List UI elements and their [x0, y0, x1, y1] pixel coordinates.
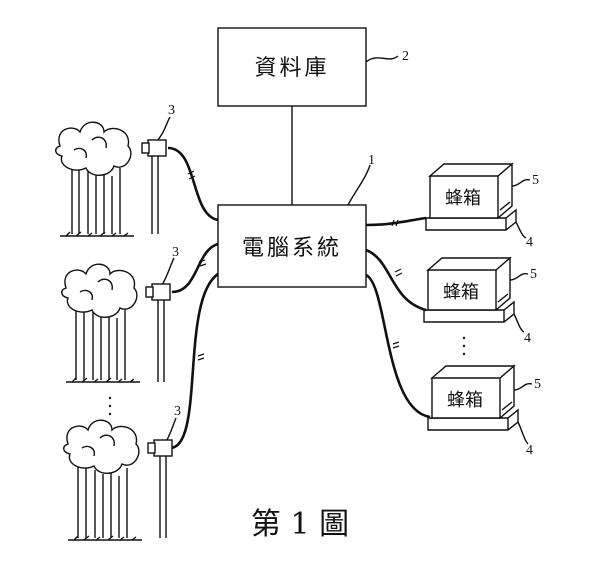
hive-3-box — [430, 364, 516, 419]
hive-2-leader-base — [513, 313, 525, 333]
hive-2-label: 蜂箱 — [443, 282, 479, 303]
cable-hive-1 — [365, 216, 427, 227]
camera-2 — [145, 283, 171, 382]
database-label: 資料庫 — [254, 56, 329, 81]
ref-hive-3-base: 4 — [526, 443, 533, 458]
hive-1-leader-base — [515, 221, 527, 239]
hive-3-leader-base — [517, 421, 529, 445]
computer-label: 電腦系統 — [242, 236, 342, 261]
ref-camera-2: 3 — [172, 245, 179, 260]
cable-camera-2 — [171, 242, 219, 294]
cable-camera-3 — [169, 272, 219, 450]
tree-group-1 — [55, 121, 134, 237]
hive-2 — [423, 256, 529, 333]
tree-group-3 — [63, 419, 142, 541]
leader-database — [365, 55, 399, 63]
hive-1-box — [428, 162, 514, 219]
hive-2-box — [426, 256, 512, 311]
ref-hive-2-box: 5 — [530, 267, 537, 282]
ref-database: 2 — [402, 49, 409, 64]
hive-3-leader-box — [513, 382, 533, 391]
cable-hive-3 — [365, 273, 431, 419]
hive-1-label: 蜂箱 — [445, 188, 481, 209]
ref-hive-2-base: 4 — [524, 331, 531, 346]
ref-hive-3-box: 5 — [534, 377, 541, 392]
tree-group-2 — [61, 263, 140, 383]
leader-camera-2 — [161, 257, 175, 286]
figure-caption: 第 1 圖 — [251, 507, 349, 542]
ref-camera-3: 3 — [174, 404, 181, 419]
hive-1-leader-box — [511, 178, 531, 187]
ref-hive-1-box: 5 — [532, 173, 539, 188]
leader-camera-1 — [155, 116, 171, 143]
hive-2-leader-box — [509, 272, 529, 281]
camera-3 — [147, 439, 173, 538]
hive-1 — [425, 162, 531, 239]
camera-1 — [141, 139, 167, 234]
cable-hive-2 — [365, 248, 427, 312]
ref-hive-1-base: 4 — [526, 235, 533, 250]
ref-camera-1: 3 — [168, 103, 175, 118]
hive-3-label: 蜂箱 — [447, 390, 483, 411]
cable-break-marks — [187, 170, 403, 361]
leader-computer — [347, 164, 371, 206]
ref-computer: 1 — [368, 153, 375, 168]
cable-camera-1 — [167, 146, 219, 222]
ellipsis-marks — [108, 336, 466, 416]
hive-3 — [427, 364, 533, 445]
cables — [167, 146, 431, 450]
